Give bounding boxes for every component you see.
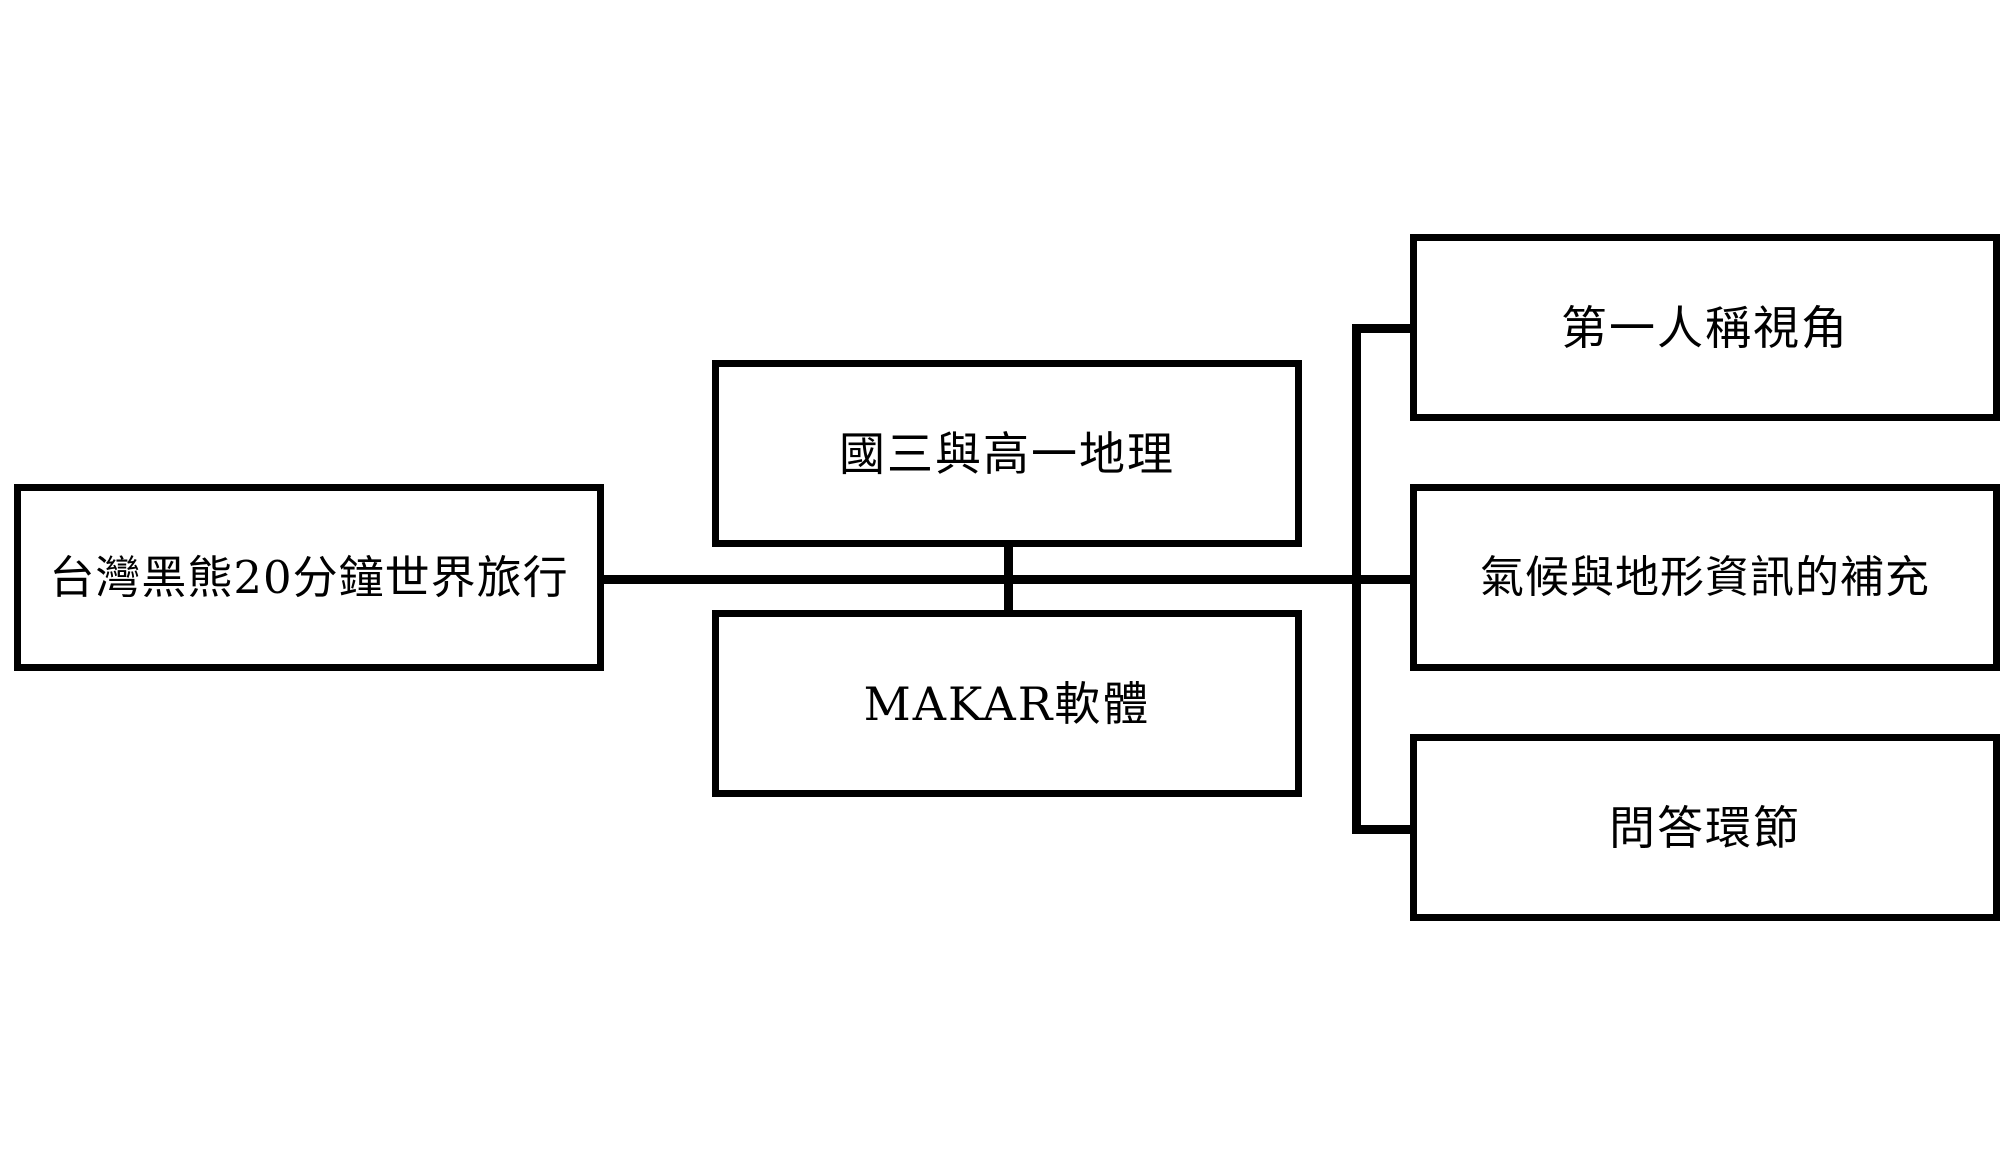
middle-node-label: 國三與高一地理 [839,426,1175,481]
root-node-label: 台灣黑熊20分鐘世界旅行 [49,551,569,604]
right-node-first-person: 第一人稱視角 [1410,234,2000,421]
right-node-qa: 問答環節 [1410,734,2000,921]
right-node-label: 氣候與地形資訊的補充 [1480,551,1930,603]
connector-right-bracket-vertical [1352,324,1361,834]
right-node-climate-terrain: 氣候與地形資訊的補充 [1410,484,2000,671]
middle-node-makar: MAKAR軟體 [712,610,1302,797]
right-node-label: 第一人稱視角 [1561,300,1849,355]
middle-node-label: MAKAR軟體 [863,676,1151,731]
connector-middle-vertical [1004,540,1013,615]
connector-right-branch-top [1352,324,1414,333]
middle-node-geography: 國三與高一地理 [712,360,1302,547]
connector-right-branch-bottom [1352,825,1414,834]
right-node-label: 問答環節 [1609,800,1801,855]
root-node-box: 台灣黑熊20分鐘世界旅行 [14,484,604,671]
